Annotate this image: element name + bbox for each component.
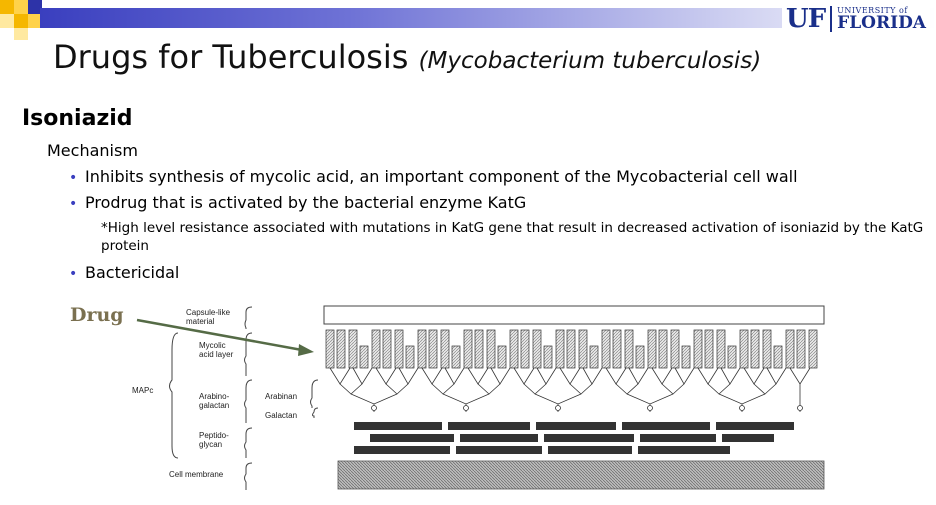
label-peptidoglycan: Peptido-glycan xyxy=(199,431,229,449)
bullet-icon: • xyxy=(69,196,78,212)
bullet-mycolic-acid: • Inhibits synthesis of mycolic acid, an … xyxy=(69,167,798,186)
bullet-text: Prodrug that is activated by the bacteri… xyxy=(85,193,527,212)
bullet-icon: • xyxy=(69,266,78,282)
cell-wall-diagram xyxy=(136,305,825,490)
slide-title-main: Drugs for Tuberculosis xyxy=(53,38,409,76)
corner-decoration xyxy=(0,0,42,40)
bullet-text: Bactericidal xyxy=(85,263,180,282)
logo-name: UNIVERSITY of FLORIDA xyxy=(837,5,926,33)
galactan-nodes xyxy=(371,405,803,411)
bullet-prodrug: • Prodrug that is activated by the bacter… xyxy=(69,193,526,212)
logo-divider xyxy=(830,6,833,32)
slide-title-sub: (Mycobacterium tuberculosis) xyxy=(418,48,762,74)
label-arabinan: Arabinan xyxy=(265,392,298,401)
mycolic-acid-layer xyxy=(325,329,818,369)
bullet-text: Inhibits synthesis of mycolic acid, an i… xyxy=(85,167,798,186)
drug-heading: Isoniazid xyxy=(22,106,133,131)
drug-arrow xyxy=(136,318,314,356)
bullet-bactericidal: • Bactericidal xyxy=(69,263,179,282)
slide-title: Drugs for Tuberculosis (Mycobacterium tu… xyxy=(53,38,761,76)
label-mapc: MAPc xyxy=(132,386,154,395)
logo-uf: UF xyxy=(786,4,826,34)
label-mycolic-acid: Mycolic acid layer xyxy=(199,341,234,359)
resistance-note: *High level resistance associated with m… xyxy=(101,220,924,254)
logo-big-text: FLORIDA xyxy=(837,12,926,33)
label-galactan: Galactan xyxy=(265,411,298,420)
logo-small-text: UNIVERSITY of xyxy=(837,5,908,15)
peptidoglycan-layer xyxy=(354,422,794,454)
bullet-icon: • xyxy=(69,170,78,186)
label-capsule: Capsule-like material xyxy=(186,308,231,326)
university-logo: UF UNIVERSITY of FLORIDA xyxy=(782,4,930,34)
left-bracket-lines xyxy=(169,306,319,490)
header-bar xyxy=(40,8,936,28)
mechanism-subheading: Mechanism xyxy=(47,141,138,160)
cell-membrane-layer xyxy=(337,460,825,490)
label-cell-membrane: Cell membrane xyxy=(169,470,224,479)
capsule-layer xyxy=(323,305,825,325)
arabinogalactan-branches xyxy=(329,367,811,412)
drug-label: Drug xyxy=(70,304,124,326)
label-arabinogalactan: Arabino-galactan xyxy=(199,392,230,410)
